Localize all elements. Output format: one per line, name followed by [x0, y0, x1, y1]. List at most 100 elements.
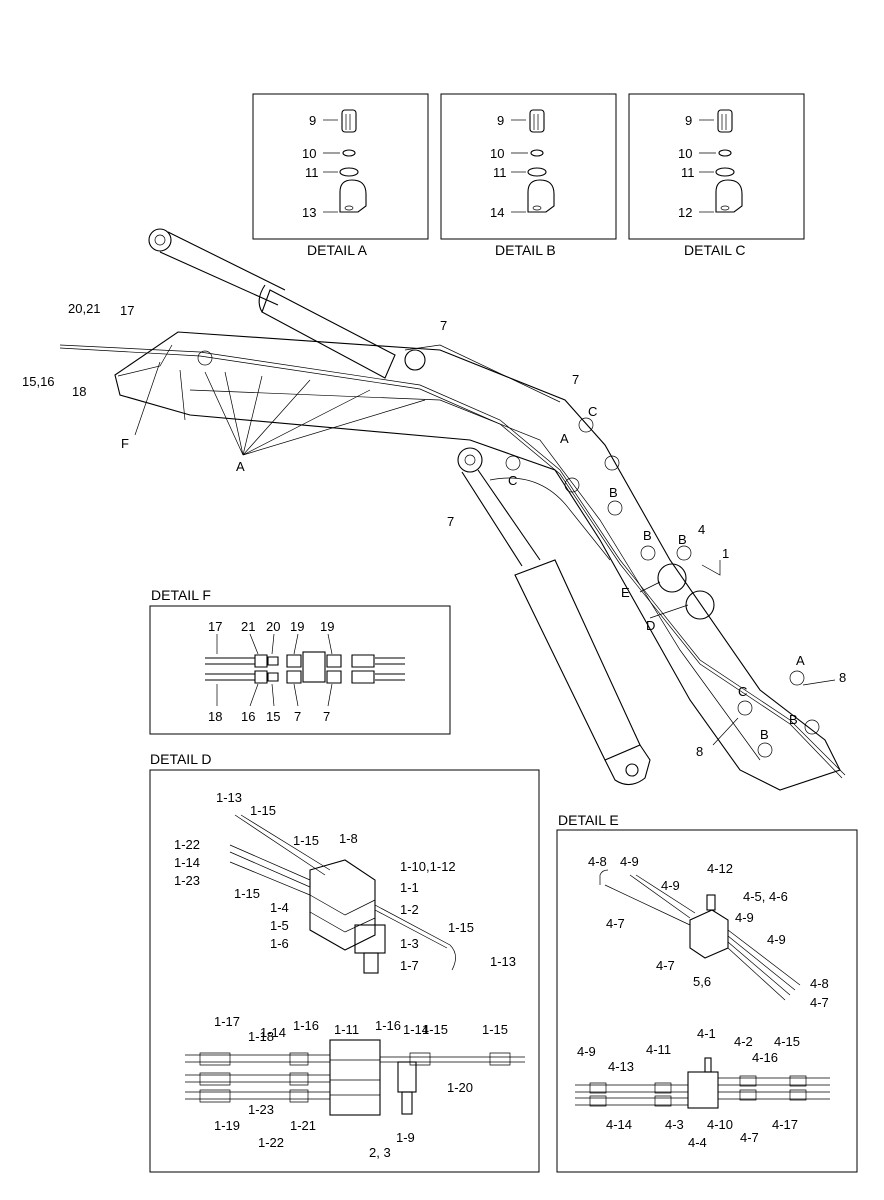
label: 11: [681, 165, 695, 180]
label: C: [738, 684, 747, 699]
label: 4-10: [707, 1117, 733, 1132]
label: 4-15: [774, 1034, 800, 1049]
detail-c-frame: [628, 93, 805, 240]
label: 4-16: [752, 1050, 778, 1065]
label: 4-11: [646, 1042, 671, 1057]
detail-c-caption: DETAIL C: [684, 242, 746, 258]
detail-e-valve-drawing: [575, 869, 830, 1109]
label: 1-3: [400, 936, 419, 951]
label: 7: [447, 514, 454, 529]
label: C: [588, 404, 597, 419]
label: E: [621, 585, 630, 600]
label: 1-13: [216, 790, 242, 805]
label: 11: [493, 165, 507, 180]
label: 1-5: [270, 918, 289, 933]
detail-e-caption: DETAIL E: [558, 812, 619, 828]
label: 8: [696, 744, 703, 759]
label: 4-7: [606, 916, 625, 931]
label: B: [609, 485, 618, 500]
detail-a-caption: DETAIL A: [307, 242, 367, 258]
label: 1-4: [270, 900, 289, 915]
label: 8: [839, 670, 846, 685]
detail-d-caption: DETAIL D: [150, 751, 212, 767]
label: 10: [490, 146, 504, 161]
label: 1-14: [260, 1025, 286, 1040]
detail-d-valve-drawing: [185, 814, 525, 1116]
label: 1-16: [375, 1018, 401, 1033]
label: 15,16: [22, 374, 55, 389]
label: 4-9: [620, 854, 639, 869]
detail-f-hoses: [205, 633, 405, 707]
label: B: [678, 532, 687, 547]
label: 4-7: [810, 995, 829, 1010]
label: D: [646, 618, 655, 633]
detail-c-clamp-assembly: [699, 109, 743, 213]
label: 4-5, 4-6: [743, 889, 788, 904]
label: 18: [208, 709, 222, 724]
label: 15: [266, 709, 280, 724]
label: 4-9: [661, 878, 680, 893]
label: 17: [208, 619, 222, 634]
label: 1-22: [258, 1135, 284, 1150]
detail-b-frame: [440, 93, 617, 240]
label: 1: [722, 546, 729, 561]
label: 17: [120, 303, 134, 318]
label: 11: [305, 165, 319, 180]
label: 1-10,1-12: [400, 859, 456, 874]
label: 19: [320, 619, 334, 634]
label: B: [760, 727, 769, 742]
label: 7: [323, 709, 330, 724]
label: 4-2: [734, 1034, 753, 1049]
label: 9: [685, 113, 692, 128]
label: 1-18: [248, 1029, 274, 1044]
label: 1-20: [447, 1080, 473, 1095]
label: 1-2: [400, 902, 419, 917]
label: 1-14: [403, 1022, 429, 1037]
label: 1-9: [396, 1130, 415, 1145]
label: 1-15: [250, 803, 276, 818]
label: 2, 3: [369, 1145, 391, 1160]
label: 1-17: [214, 1014, 240, 1029]
label: 4-1: [697, 1026, 716, 1041]
label: 1-19: [214, 1118, 240, 1133]
label: 1-14: [174, 855, 200, 870]
label: 1-6: [270, 936, 289, 951]
label: 1-23: [248, 1102, 274, 1117]
label: A: [236, 459, 245, 474]
label: 7: [294, 709, 301, 724]
label: 10: [678, 146, 692, 161]
detail-b-clamp-assembly: [511, 109, 555, 213]
label: 9: [497, 113, 504, 128]
label: 1-7: [400, 958, 419, 973]
label: 14: [490, 205, 504, 220]
label: 4-12: [707, 861, 733, 876]
label: 1-21: [290, 1118, 316, 1133]
label: 1-15: [234, 886, 260, 901]
label: B: [643, 528, 652, 543]
label: 12: [678, 205, 692, 220]
label: 4: [698, 522, 705, 537]
label: C: [508, 473, 517, 488]
label: 20: [266, 619, 280, 634]
boom-and-arm-drawing: [59, 228, 846, 791]
label: 1-23: [174, 873, 200, 888]
label: 1-15: [293, 833, 319, 848]
label: 7: [440, 318, 447, 333]
label: 13: [302, 205, 316, 220]
label: 4-7: [740, 1130, 759, 1145]
label: 1-15: [422, 1022, 448, 1037]
detail-a-clamp-assembly: [323, 109, 367, 213]
label: 1-1: [400, 880, 419, 895]
label: 16: [241, 709, 255, 724]
label: 4-9: [735, 910, 754, 925]
label: 4-7: [656, 958, 675, 973]
label: 4-9: [577, 1044, 596, 1059]
label: 10: [302, 146, 316, 161]
label: 1-8: [339, 831, 358, 846]
detail-d-frame: [149, 769, 540, 1173]
label: A: [796, 653, 805, 668]
label: 4-8: [588, 854, 607, 869]
label: 21: [241, 619, 255, 634]
detail-f-frame: [149, 605, 451, 735]
